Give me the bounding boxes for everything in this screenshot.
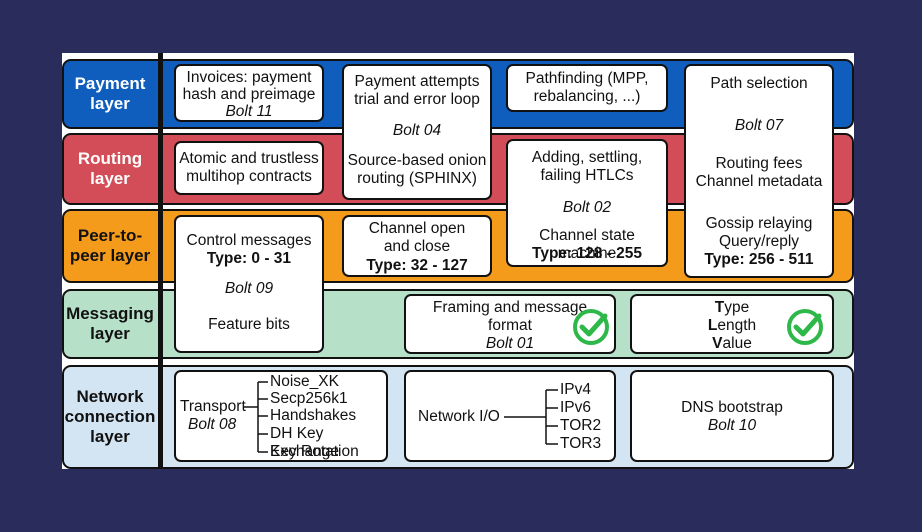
invoices-box: Invoices: payment hash and preimage Bolt… <box>174 64 324 122</box>
check-circle-icon <box>787 309 823 345</box>
network-io-item: TOR3 <box>560 435 602 452</box>
check-circle-icon <box>573 309 609 345</box>
network-io-box: Network I/O IPv4 IPv6 TOR2 TOR3 <box>404 370 616 462</box>
network-io-item: TOR2 <box>560 417 602 434</box>
network-io-item: IPv6 <box>560 399 592 416</box>
transport-box: Transport Bolt 08 Noise_XK Secp256k1 Han… <box>174 370 388 462</box>
network-io-item: IPv4 <box>560 381 592 398</box>
transport-item: Handshakes <box>270 407 357 424</box>
control-messages-box: Control messages Type: 0 - 31 Bolt 09 Fe… <box>174 215 324 353</box>
network-io-branch-lines <box>504 389 558 445</box>
tlv-box: Type Length Value <box>630 294 834 354</box>
framing-box: Framing and message format Bolt 01 <box>404 294 616 354</box>
htlcs-box: Adding, settling, failing HTLCs Bolt 02 … <box>506 139 668 267</box>
transport-branch-lines <box>244 381 268 453</box>
layer-divider-line <box>158 53 163 469</box>
dns-bootstrap-box: DNS bootstrap Bolt 10 <box>630 370 834 462</box>
transport-item: Key Rotation <box>270 443 359 460</box>
pathfinding-box: Pathfinding (MPP, rebalancing, ...) <box>506 64 668 112</box>
channel-open-close-box: Channel open and close Type: 32 - 127 <box>342 215 492 277</box>
transport-item: DH Key Exchange <box>270 425 339 460</box>
payment-attempts-box: Payment attempts trial and error loop Bo… <box>342 64 492 200</box>
path-selection-box: Path selection Bolt 07 Routing fees Chan… <box>684 64 834 278</box>
p2p-layer-label: Peer-to-peer layer <box>69 226 151 265</box>
transport-item: Secp256k1 <box>270 390 348 407</box>
transport-item: Noise_XK <box>270 373 339 390</box>
atomic-contracts-box: Atomic and trustless multihop contracts <box>174 141 324 195</box>
